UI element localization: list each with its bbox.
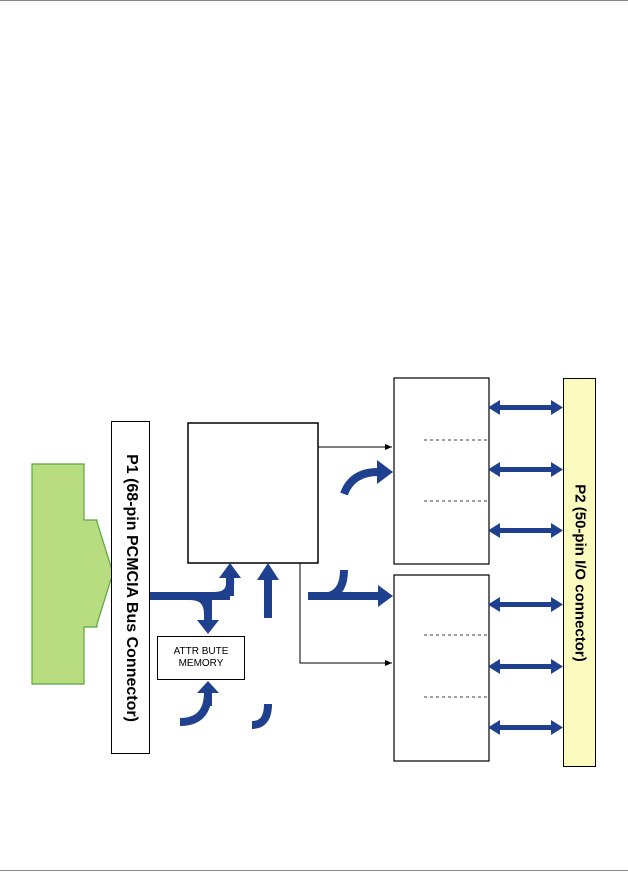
- controller-block: [187, 422, 319, 564]
- bus-curve-aux-input: [251, 703, 272, 729]
- p2-link-5: [488, 659, 563, 674]
- bus-curve-attr-to-memory: [189, 592, 212, 615]
- bus-curve-to-upper-io: [340, 468, 379, 496]
- attribute-memory-line1: ATTR BUTE: [173, 646, 229, 657]
- io-block-lower: [393, 574, 490, 762]
- p2-link-6: [488, 720, 563, 735]
- attribute-memory-line2: MEMORY: [178, 658, 224, 669]
- bottom-rule: [0, 870, 628, 871]
- bus-down-attr-head: [197, 620, 219, 634]
- bus-up-right-head: [257, 563, 279, 580]
- p2-connector: P2 (50-pin I/O connector): [563, 378, 596, 767]
- p2-connector-label: P2 (50-pin I/O connector): [571, 483, 588, 662]
- bus-line-p1: [132, 592, 230, 600]
- bus-line-lower-io: [308, 592, 380, 600]
- p2-link-1: [488, 400, 563, 415]
- bus-curve-attr-input: [179, 691, 212, 726]
- bus-up-right-shaft: [264, 578, 272, 618]
- p2-link-4: [488, 597, 563, 612]
- p2-link-3: [488, 523, 563, 538]
- control-line-lower: [299, 563, 392, 666]
- p2-link-2: [488, 462, 563, 477]
- bus-curve-attr-to-p1: [213, 578, 235, 600]
- curve-arrowhead-upper-io: [377, 460, 393, 484]
- attribute-memory-block: ATTR BUTE MEMORY: [157, 636, 245, 680]
- io-block-upper: [393, 377, 490, 565]
- p1-connector: P1 (68-pin PCMCIA Bus Connector): [111, 421, 150, 754]
- bus-up-left-head: [219, 563, 241, 578]
- host-interface-arrow: [31, 463, 114, 685]
- top-rule: [0, 0, 628, 1]
- bus-up-attr-head: [197, 681, 219, 693]
- bus-curve-lower-hook: [327, 569, 348, 600]
- p1-connector-label: P1 (68-pin PCMCIA Bus Connector): [122, 453, 140, 722]
- bus-arrowhead-lower-io: [378, 585, 393, 607]
